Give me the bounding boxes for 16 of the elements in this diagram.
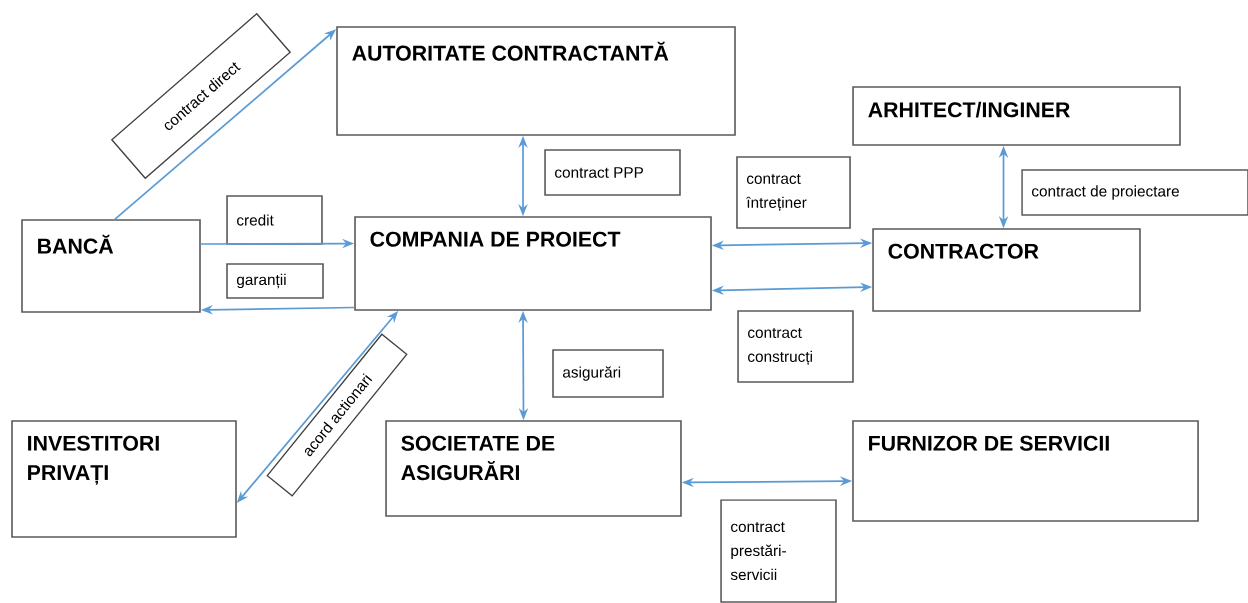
label-box: contract PPP (544, 149, 681, 196)
entity-box: FURNIZOR DE SERVICII (852, 420, 1199, 522)
entity-box: COMPANIA DE PROIECT (354, 216, 712, 311)
label-box: contract construcți (737, 310, 854, 383)
entity-box: SOCIETATE DE ASIGURĂRI (385, 420, 682, 517)
entity-box: CONTRACTOR (872, 228, 1141, 312)
entity-box: AUTORITATE CONTRACTANTĂ (336, 26, 736, 136)
label-box: garanții (226, 263, 324, 299)
label-box: asigurări (552, 349, 664, 398)
label-box: contract de proiectare (1021, 169, 1248, 216)
label-box: credit (226, 195, 323, 245)
entity-box: BANCĂ (21, 219, 201, 313)
label-box: contract întreținer (736, 156, 851, 229)
label-box: contract prestări-servicii (720, 499, 837, 603)
entity-box: INVESTITORI PRIVAȚI (11, 420, 237, 538)
entity-box: ARHITECT/INGINER (852, 86, 1181, 146)
